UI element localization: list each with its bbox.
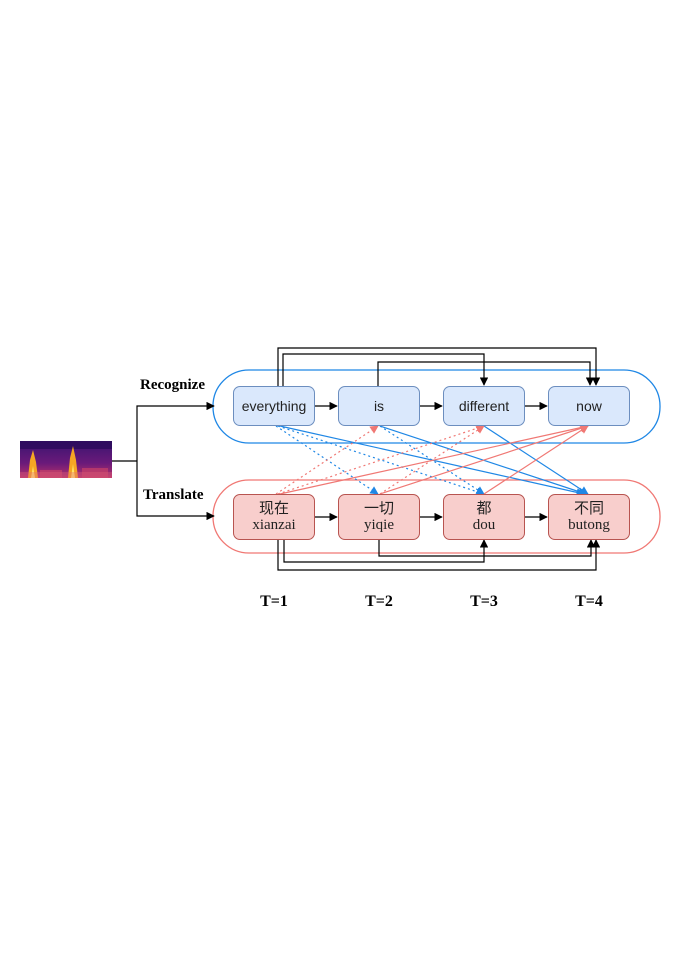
translate-node-pinyin: xianzai (252, 517, 296, 533)
translate-node-chinese: 现在 (258, 501, 289, 517)
recognize-node-1: everything (233, 386, 315, 426)
translate-node-chinese: 一切 (363, 501, 394, 517)
translate-node-pinyin: yiqie (364, 517, 394, 533)
recognize-node-text: everything (241, 398, 307, 414)
recognize-label: Recognize (140, 377, 205, 393)
recognize-node-2: is (338, 386, 420, 426)
input-connectors (112, 401, 215, 521)
recognize-node-4: now (548, 386, 630, 426)
spectrogram-image (20, 441, 112, 478)
translate-node-pinyin: butong (568, 517, 610, 533)
time-step-label: T=4 (575, 593, 603, 610)
translate-node-pinyin: dou (472, 517, 496, 533)
recognize-node-text: different (458, 398, 510, 414)
cross-edges-red (275, 423, 589, 495)
skip-connections-translate (277, 539, 601, 571)
time-step-label: T=2 (365, 593, 393, 610)
translate-node-4: 不同 butong (548, 494, 630, 540)
time-step-label: T=3 (470, 593, 498, 610)
recognize-node-3: different (443, 386, 525, 426)
recognize-node-text: is (373, 398, 385, 414)
time-step-label: T=1 (260, 593, 288, 610)
translate-node-chinese: 都 (476, 501, 492, 517)
translate-node-2: 一切 yiqie (338, 494, 420, 540)
translate-node-chinese: 不同 (573, 501, 604, 517)
translate-node-3: 都 dou (443, 494, 525, 540)
translate-node-1: 现在 xianzai (233, 494, 315, 540)
recognize-node-text: now (576, 398, 602, 414)
translate-label: Translate (143, 487, 204, 503)
skip-connections-recognize (277, 347, 601, 386)
